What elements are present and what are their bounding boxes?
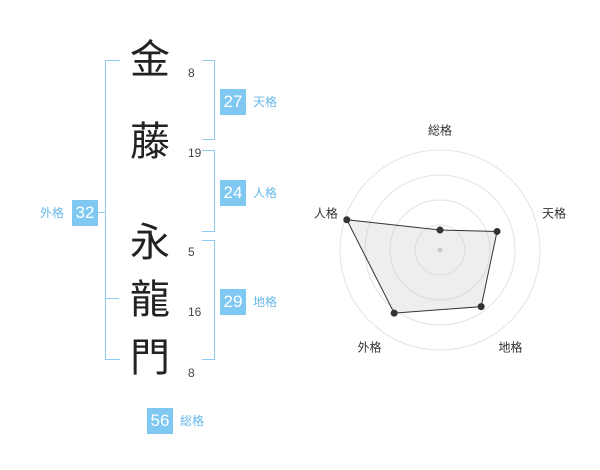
radar-point-1 bbox=[493, 227, 501, 235]
gaikaku-inner-tick bbox=[105, 298, 119, 299]
radar-ring-3 bbox=[364, 174, 516, 326]
soukaku-value: 56 bbox=[147, 408, 173, 434]
radar-point-0 bbox=[436, 226, 444, 234]
name-char-1: 金 bbox=[130, 37, 170, 83]
name-char-5: 門 bbox=[130, 335, 170, 381]
jinkaku-bracket bbox=[202, 150, 215, 232]
stroke-count-1: 8 bbox=[188, 66, 195, 80]
gaikaku-value: 32 bbox=[72, 200, 98, 226]
gaikaku-bracket bbox=[105, 60, 120, 360]
tenkaku-value: 27 bbox=[220, 89, 246, 115]
chikaku-label: 地格 bbox=[253, 295, 278, 309]
radar-point-2 bbox=[477, 303, 485, 311]
gaikaku-label: 外格 bbox=[40, 206, 65, 220]
radar-point-3 bbox=[390, 309, 398, 317]
chikaku-value: 29 bbox=[220, 289, 246, 315]
radar-point-4 bbox=[343, 216, 351, 224]
stroke-count-5: 8 bbox=[188, 366, 195, 380]
jinkaku-label: 人格 bbox=[253, 186, 278, 200]
name-char-2: 藤 bbox=[130, 119, 170, 165]
radar-ring-4 bbox=[339, 149, 541, 351]
radar-axis-label-3: 外格 bbox=[357, 340, 382, 355]
radar-axis-label-2: 地格 bbox=[498, 340, 523, 355]
tenkaku-label: 天格 bbox=[253, 95, 278, 109]
radar-ring-1 bbox=[414, 224, 466, 276]
radar-axis-label-4: 人格 bbox=[313, 206, 338, 221]
radar-ring-2 bbox=[389, 199, 491, 301]
gaikaku-tick bbox=[92, 212, 105, 213]
radar-axis-label-1: 天格 bbox=[542, 206, 567, 221]
radar-series-polygon bbox=[345, 219, 498, 314]
chikaku-bracket bbox=[202, 240, 215, 360]
jinkaku-value: 24 bbox=[220, 180, 246, 206]
stroke-count-4: 16 bbox=[188, 305, 202, 319]
soukaku-label: 総格 bbox=[180, 414, 205, 428]
stroke-count-3: 5 bbox=[188, 245, 195, 259]
name-char-4: 龍 bbox=[130, 277, 170, 323]
stroke-count-2: 19 bbox=[188, 146, 202, 160]
tenkaku-bracket bbox=[202, 60, 215, 140]
radar-axis-label-0: 総格 bbox=[427, 123, 453, 138]
radar-center bbox=[437, 247, 443, 253]
name-char-3: 永 bbox=[130, 220, 170, 266]
